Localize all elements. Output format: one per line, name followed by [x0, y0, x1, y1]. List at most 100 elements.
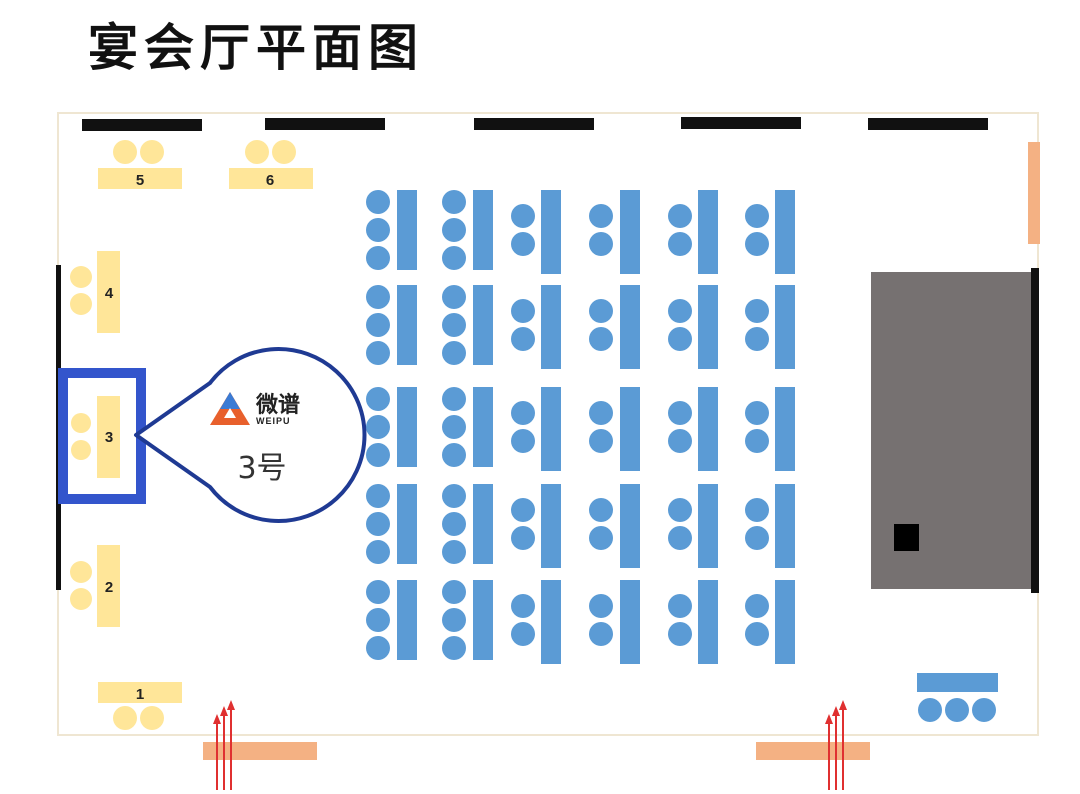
host-table[interactable]: [917, 673, 998, 722]
seat: [668, 622, 692, 646]
seating-table-top: [775, 484, 795, 568]
seating-table[interactable]: [589, 285, 640, 369]
seat: [745, 401, 769, 425]
seating-table[interactable]: [442, 387, 493, 467]
top-wall: [82, 117, 988, 131]
seat: [366, 415, 390, 439]
seating-table[interactable]: [442, 484, 493, 564]
entrance-arrow-icon: [825, 700, 847, 790]
seating-table[interactable]: [745, 387, 795, 471]
seat: [511, 401, 535, 425]
seating-table[interactable]: [668, 190, 718, 274]
seating-table-top: [397, 190, 417, 270]
seating-table[interactable]: [511, 484, 561, 568]
seating-table[interactable]: [366, 484, 417, 564]
vip-table-label: 5: [136, 172, 144, 189]
seat: [745, 594, 769, 618]
entrance-door-right[interactable]: [756, 742, 870, 760]
seat: [511, 594, 535, 618]
vip-table-label: 2: [105, 579, 113, 596]
vip-table-2[interactable]: 2: [70, 545, 120, 627]
seating-table-top: [541, 387, 561, 471]
seat: [589, 204, 613, 228]
seating-table[interactable]: [442, 580, 493, 660]
seating-table[interactable]: [745, 190, 795, 274]
seating-table[interactable]: [442, 285, 493, 365]
seat: [745, 622, 769, 646]
seating-table[interactable]: [511, 387, 561, 471]
seating-table[interactable]: [668, 580, 718, 664]
vip-table-6[interactable]: 6: [229, 140, 313, 189]
seating-table-top: [397, 387, 417, 467]
seat: [442, 415, 466, 439]
seating-table[interactable]: [745, 580, 795, 664]
seating-table[interactable]: [589, 580, 640, 664]
callout-bubble: 微谱 WEIPU 3号: [134, 347, 367, 523]
seating-table[interactable]: [366, 387, 417, 467]
seating-table-top: [620, 387, 640, 471]
seating-table[interactable]: [511, 285, 561, 369]
seating-table-top: [620, 580, 640, 664]
vip-table-3[interactable]: 3: [58, 368, 146, 504]
seating-table-top: [698, 285, 718, 369]
seating-table[interactable]: [366, 285, 417, 365]
seating-table[interactable]: [511, 190, 561, 274]
seat: [668, 526, 692, 550]
seat: [442, 512, 466, 536]
seating-table-top: [775, 190, 795, 274]
seating-table[interactable]: [511, 580, 561, 664]
seating-table[interactable]: [366, 190, 417, 270]
seat: [668, 498, 692, 522]
seat: [366, 341, 390, 365]
seating-table-top: [775, 387, 795, 471]
seating-table-top: [473, 484, 493, 564]
seating-table[interactable]: [442, 190, 493, 270]
seating-table[interactable]: [589, 190, 640, 274]
seat: [366, 608, 390, 632]
seating-table[interactable]: [589, 484, 640, 568]
vip-table-1[interactable]: 1: [98, 682, 182, 730]
seating-table-top: [775, 580, 795, 664]
seating-table-top: [397, 580, 417, 660]
seat: [511, 622, 535, 646]
seat: [442, 313, 466, 337]
seating-table-top: [620, 285, 640, 369]
seating-table-top: [473, 285, 493, 365]
seating-table-top: [698, 190, 718, 274]
seat: [745, 299, 769, 323]
seating-table[interactable]: [668, 484, 718, 568]
vip-table-label: 4: [105, 285, 114, 302]
vip-table-label: 3: [105, 429, 113, 446]
seating-table-top: [541, 580, 561, 664]
seat: [442, 246, 466, 270]
seat: [668, 594, 692, 618]
seat: [668, 429, 692, 453]
seat: [511, 327, 535, 351]
seating-table-top: [620, 484, 640, 568]
seating-table[interactable]: [745, 285, 795, 369]
seat: [442, 484, 466, 508]
seat: [589, 401, 613, 425]
seat: [589, 622, 613, 646]
vip-table-5[interactable]: 5: [98, 140, 182, 189]
seat: [668, 204, 692, 228]
seat: [366, 540, 390, 564]
seating-table[interactable]: [668, 285, 718, 369]
seat: [366, 190, 390, 214]
vip-table-label: 1: [136, 686, 144, 703]
seat: [442, 580, 466, 604]
seat: [668, 299, 692, 323]
seat: [511, 232, 535, 256]
seat: [442, 387, 466, 411]
seating-table-top: [620, 190, 640, 274]
vip-table-4[interactable]: 4: [70, 251, 120, 333]
seat: [589, 327, 613, 351]
seating-table-top: [541, 484, 561, 568]
seating-table[interactable]: [366, 580, 417, 660]
entrance-door-left[interactable]: [203, 742, 317, 760]
seating-table[interactable]: [745, 484, 795, 568]
seating-table-top: [698, 387, 718, 471]
seat: [745, 429, 769, 453]
seating-table[interactable]: [668, 387, 718, 471]
seating-table[interactable]: [589, 387, 640, 471]
